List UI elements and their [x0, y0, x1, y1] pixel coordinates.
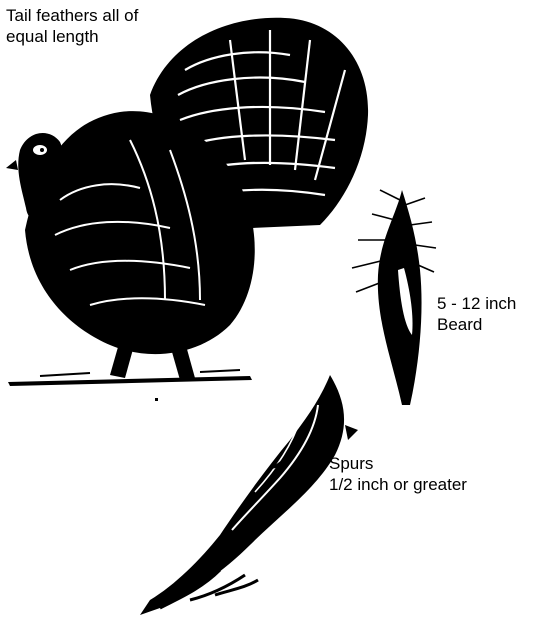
spurs-label-line-1: Spurs: [329, 453, 467, 474]
tail-feathers-label-line-1: Tail feathers all of: [6, 5, 138, 26]
spurs-label: Spurs 1/2 inch or greater: [329, 453, 467, 495]
beard-illustration: [352, 190, 436, 405]
tail-feathers-label: Tail feathers all of equal length: [6, 5, 138, 47]
beard-label: 5 - 12 inch Beard: [437, 293, 516, 335]
beard-label-line-2: Beard: [437, 314, 516, 335]
spur-illustration: [140, 375, 358, 615]
beard-label-line-1: 5 - 12 inch: [437, 293, 516, 314]
turkey-illustration: [6, 18, 368, 401]
spurs-label-line-2: 1/2 inch or greater: [329, 474, 467, 495]
tail-feathers-label-line-2: equal length: [6, 26, 138, 47]
